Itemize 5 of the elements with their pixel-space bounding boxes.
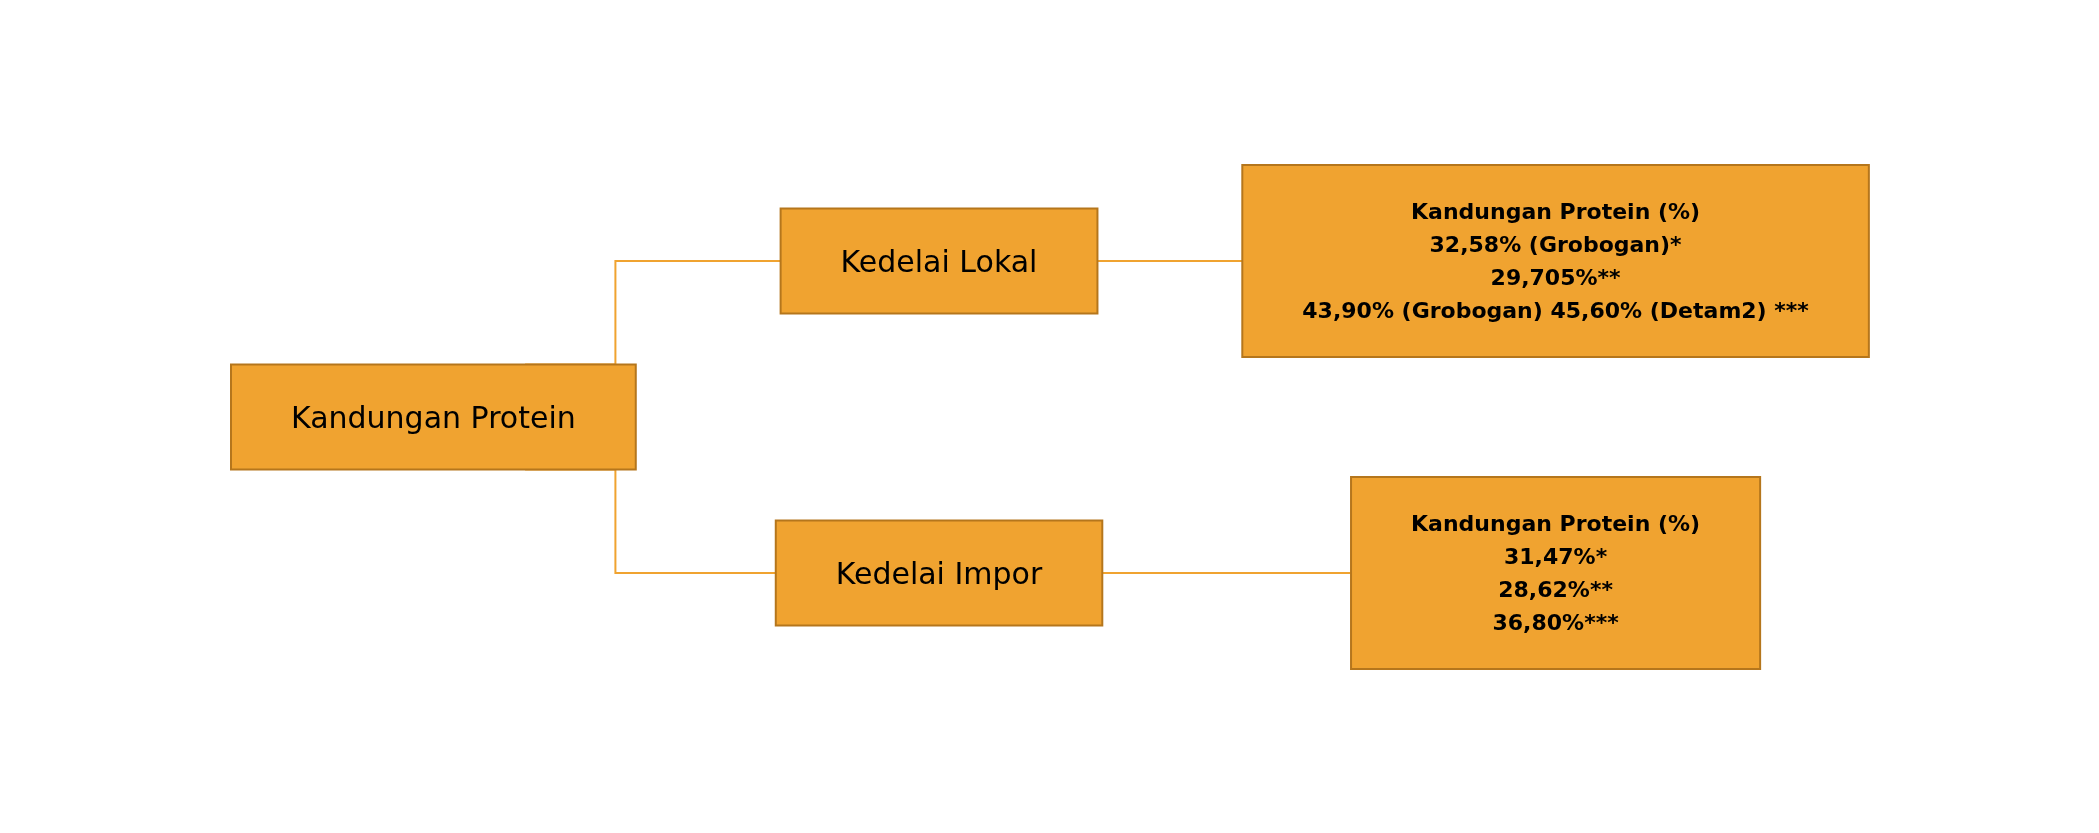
node-box: Kedelai Impor [774, 519, 1103, 626]
node-box: Kedelai Lokal [779, 207, 1098, 314]
node-box: Kandungan Protein (%) 31,47%* 28,62%** 36,80%*** [1349, 475, 1761, 670]
node-box: Kandungan Protein [229, 363, 637, 470]
node-box: Kandungan Protein (%) 32,58% (Grobogan)* 29,705%** 43,90% (Grobogan) 45,60% (Detam2) *** [1240, 163, 1870, 358]
